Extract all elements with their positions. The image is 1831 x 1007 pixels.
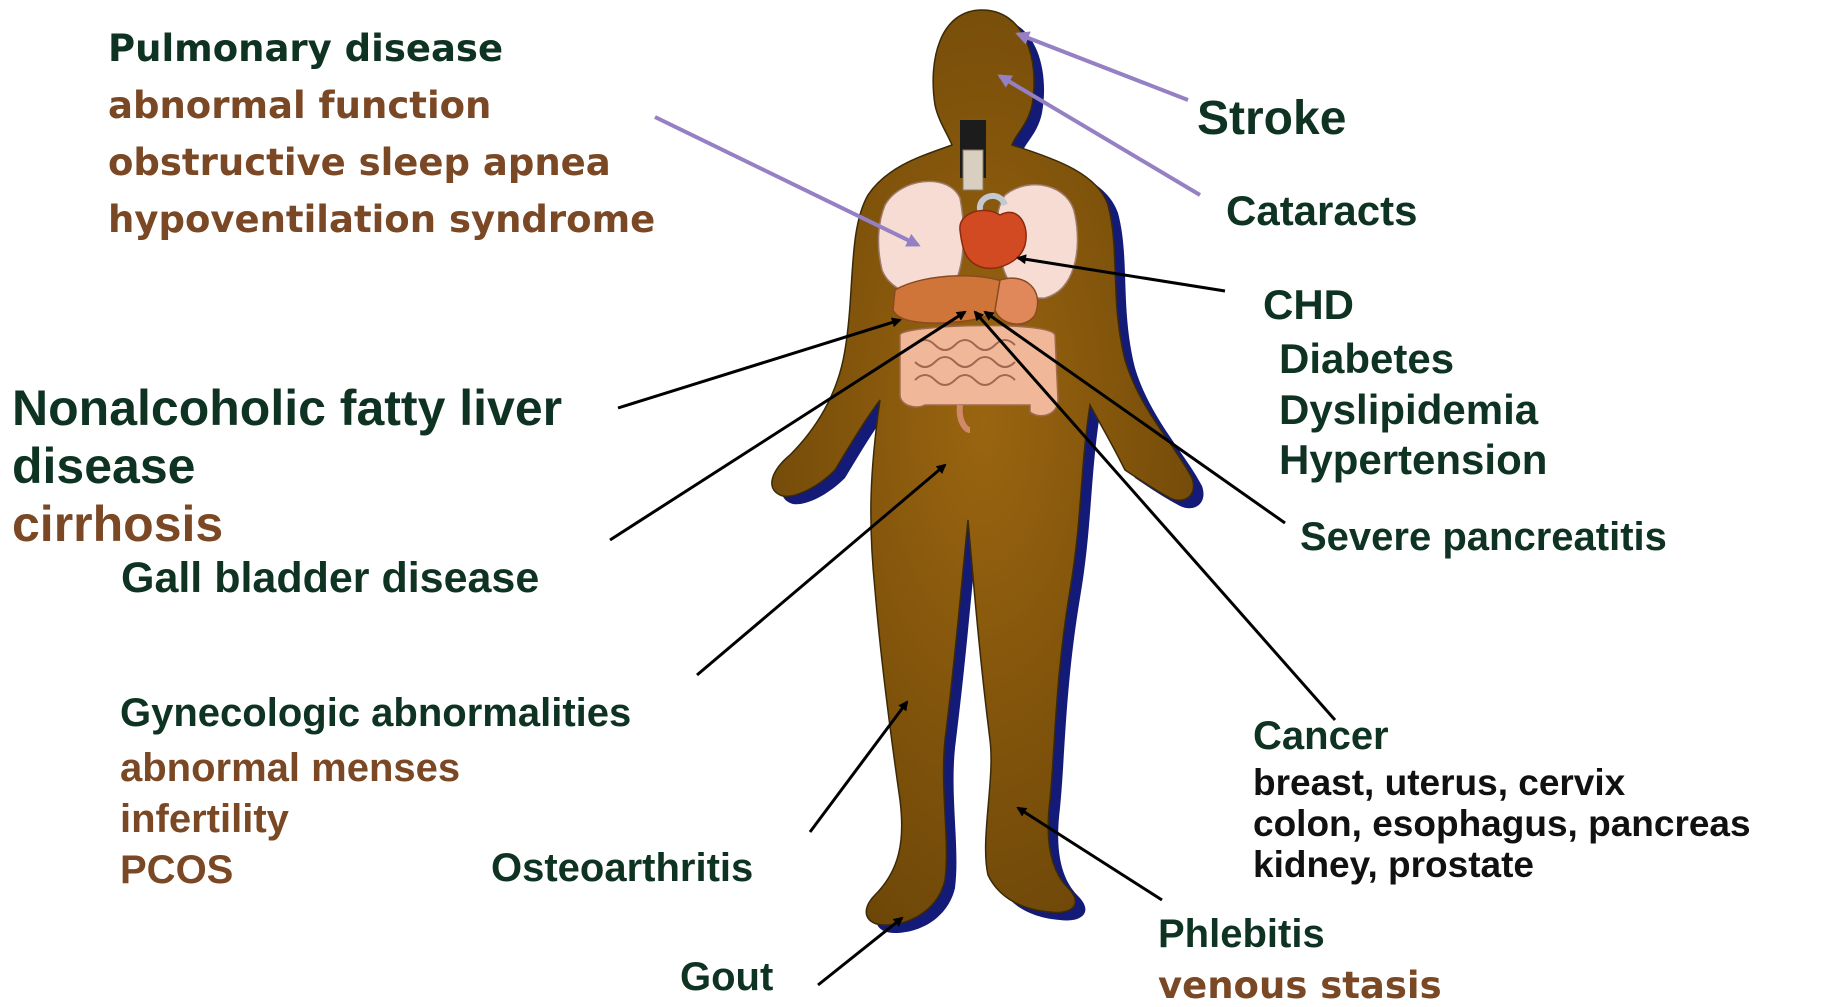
phlebitis-title: Phlebitis <box>1158 914 1325 954</box>
chd-label: CHD <box>1263 284 1354 326</box>
gynecologic-item-1: abnormal menses <box>120 748 460 788</box>
severe-pancreatitis-label: Severe pancreatitis <box>1300 517 1667 557</box>
pulmonary-item-1: abnormal function <box>108 87 491 124</box>
trachea <box>963 150 983 190</box>
osteoarthritis-label: Osteoarthritis <box>491 848 753 888</box>
dyslipidemia-label: Dyslipidemia <box>1279 389 1538 431</box>
pulmonary-item-3: hypoventilation syndrome <box>108 201 655 238</box>
heart <box>960 210 1026 268</box>
stroke-label: Stroke <box>1197 95 1346 143</box>
phlebitis-sub: venous stasis <box>1158 967 1442 1004</box>
gout-label: Gout <box>680 957 773 997</box>
gynecologic-item-3: PCOS <box>120 850 233 890</box>
pulmonary-title: Pulmonary disease <box>108 30 503 67</box>
nafld-title-line2: disease <box>12 441 195 491</box>
gall-bladder-label: Gall bladder disease <box>121 557 539 600</box>
gynecologic-title: Gynecologic abnormalities <box>120 693 631 733</box>
cataracts-label: Cataracts <box>1226 190 1417 232</box>
gout-arrow <box>818 918 902 985</box>
nafld-title-line1: Nonalcoholic fatty liver <box>12 383 562 433</box>
osteoarthritis-arrow <box>810 702 907 832</box>
pulmonary-arrow <box>655 117 918 245</box>
nafld-sub: cirrhosis <box>12 499 223 549</box>
stomach <box>995 278 1038 324</box>
cancer-item-2: colon, esophagus, pancreas <box>1253 805 1751 842</box>
cancer-title: Cancer <box>1253 716 1389 756</box>
hypertension-label: Hypertension <box>1279 439 1547 481</box>
cancer-item-1: breast, uterus, cervix <box>1253 764 1625 801</box>
pulmonary-item-2: obstructive sleep apnea <box>108 144 611 181</box>
diabetes-label: Diabetes <box>1279 338 1454 380</box>
gynecologic-item-2: infertility <box>120 799 289 839</box>
cancer-item-3: kidney, prostate <box>1253 846 1534 883</box>
